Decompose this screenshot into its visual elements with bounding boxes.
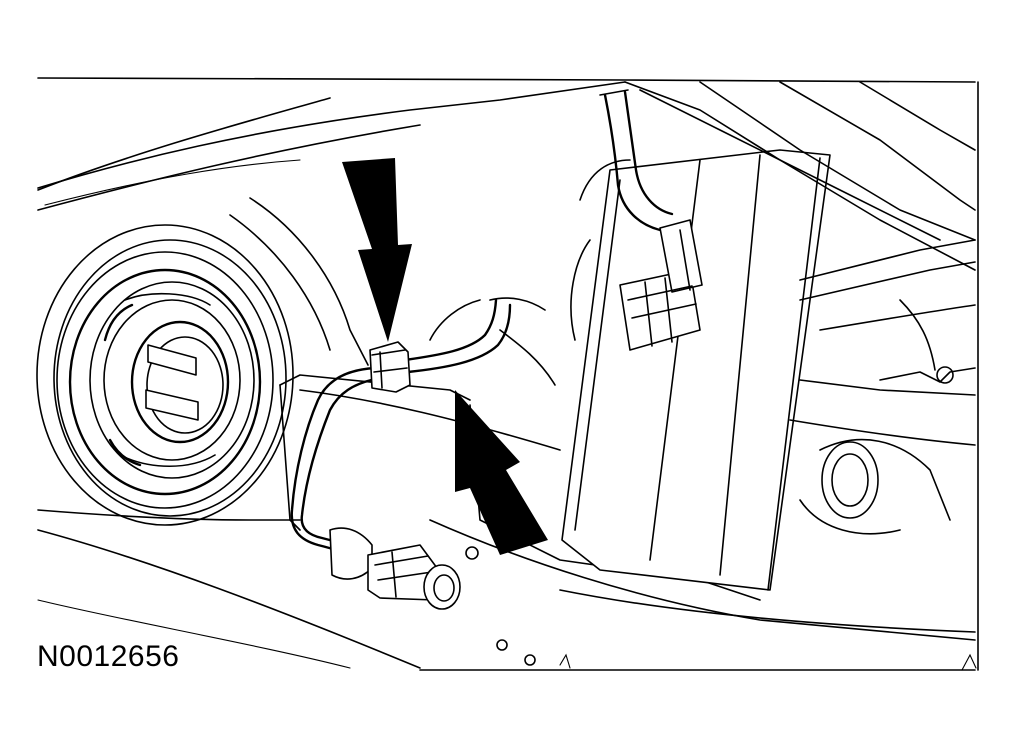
arrow-up-to-clip [455, 390, 548, 555]
upper-harness [599, 89, 674, 232]
arrow-down-to-clip [342, 158, 412, 342]
upper-panel [624, 81, 976, 446]
vertical-bracket [561, 149, 831, 591]
figure-id-label: N0012656 [37, 640, 180, 673]
lamp-socket-housing [36, 224, 294, 526]
bulb-socket-connector [329, 527, 461, 610]
body-panel [37, 81, 626, 669]
wire-clip [369, 341, 411, 393]
frame-lines [37, 77, 979, 671]
bushing [799, 299, 976, 535]
electrical-connector [619, 219, 703, 351]
